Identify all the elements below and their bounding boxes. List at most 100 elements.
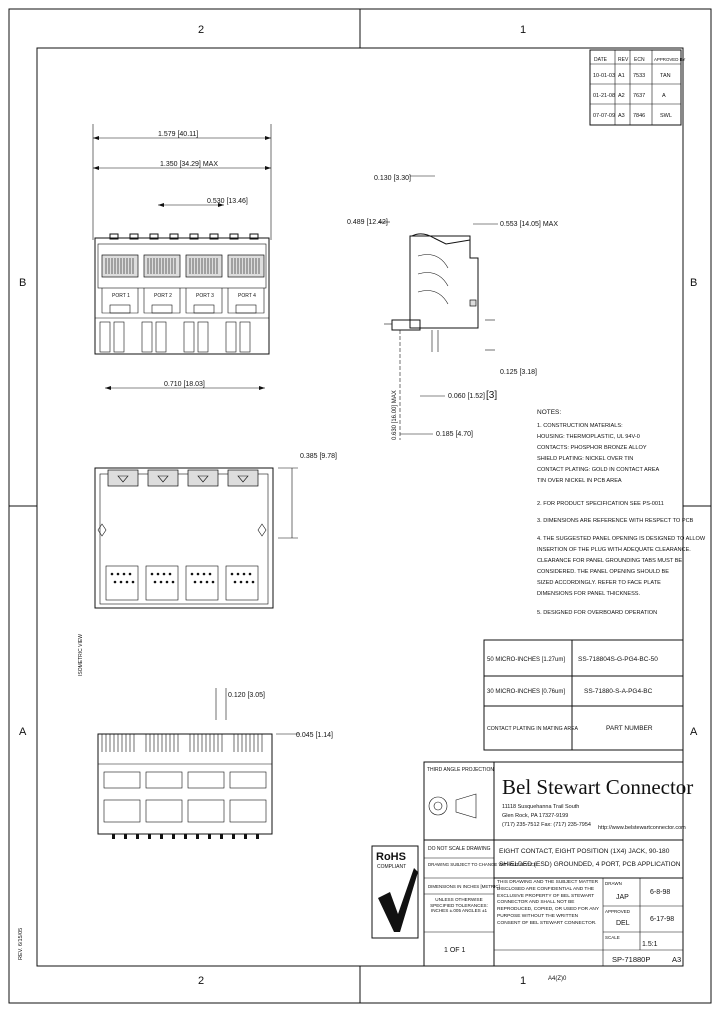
company-phone: (717) 235-7512 Fax: (717) 235-7954 — [502, 822, 591, 828]
company-address-1: 11118 Susquehanna Trail South — [502, 804, 579, 810]
rev-row-3-ecn: 7846 — [633, 113, 645, 119]
rev-header-rev: REV — [618, 57, 629, 63]
note-line-13: SIZED ACCORDINGLY. REFER TO FACE PLATE — [537, 580, 661, 586]
dim-side-bottom: 0.125 [3.18] — [500, 369, 537, 376]
units-note: DIMENSIONS IN INCHES [METRIC] — [428, 884, 500, 889]
pcb-view: 0.385 [9.78] ISOMETRIC VIEW — [78, 453, 337, 676]
dim-height: 0.489 [12.42] — [347, 219, 388, 226]
port-4-label: PORT 4 — [238, 293, 256, 299]
dim-side-depth: 0.553 [14.05] MAX — [500, 221, 558, 228]
checkmark-icon — [378, 868, 418, 932]
port-3-label: PORT 3 — [196, 293, 214, 299]
dim-front-top: 0.120 [3.05] — [228, 692, 265, 699]
rohs-sub: COMPLIANT — [377, 864, 406, 870]
dim-inner-width: 1.350 [34.29] MAX — [160, 161, 218, 168]
part-number-table: 50 MICRO-INCHES [1.27um] SS-718804S-G-PG… — [483, 639, 684, 751]
note-line-8: 3. DIMENSIONS ARE REFERENCE WITH RESPECT… — [537, 518, 694, 524]
rev-row-2-rev: A2 — [618, 93, 625, 99]
rev-row-3-by: SWL — [660, 113, 672, 119]
zone-right-b: B — [690, 277, 697, 289]
note-line-10: INSERTION OF THE PLUG WITH ADEQUATE CLEA… — [537, 547, 691, 553]
part-row-2-number: SS-71880-S-A-PG4-BC — [584, 688, 653, 695]
sheet-size: A4(Z)0 — [548, 976, 567, 982]
company-web: http://www.belstewartconnector.com — [598, 825, 686, 831]
title-block: THIRD ANGLE PROJECTION Bel Stewart Conne… — [371, 761, 693, 967]
dim-front-side: 0.045 [1.14] — [296, 732, 333, 739]
part-row-1-number: SS-718804S-G-PG4-BC-50 — [578, 656, 658, 663]
company-name: Bel Stewart Connector — [502, 775, 693, 799]
revision-table: DATE REV ECN APPROVED BY 10-01-03 A1 753… — [589, 49, 686, 126]
dim-lead-a: 0.060 [1.52] — [448, 393, 485, 400]
rev-header-date: DATE — [594, 57, 608, 63]
scale-label: SCALE — [605, 935, 620, 940]
front-lower-view: 0.120 [3.05] 0.045 [1.14] — [97, 688, 333, 839]
note-line-15: 5. DESIGNED FOR OVERBOARD OPERATION — [537, 610, 657, 616]
subject-to-change: DRAWING SUBJECT TO CHANGE WITHOUT NOTICE — [428, 862, 537, 867]
dim-lead-b: 0.185 [4.70] — [436, 431, 473, 438]
dim-pitch: 0.530 [13.46] — [207, 198, 248, 205]
notes-title: NOTES: — [537, 409, 561, 416]
rohs-title: RoHS — [376, 851, 406, 863]
description-1: EIGHT CONTACT, EIGHT POSITION (1X4) JACK… — [499, 848, 670, 855]
do-not-scale: DO NOT SCALE DRAWING — [428, 846, 491, 852]
description-2: SHIELDED (ESD) GROUNDED, 4 PORT, PCB APP… — [499, 861, 681, 868]
rev-value: A3 — [672, 955, 681, 964]
note-line-11: CLEARANCE FOR PANEL GROUNDING TABS MUST … — [537, 558, 682, 564]
note-line-4: SHIELD PLATING: NICKEL OVER TIN — [537, 456, 633, 462]
rohs-badge: RoHS COMPLIANT — [371, 845, 419, 939]
confidential-note: THIS DRAWING AND THE SUBJECT MATTER DISC… — [497, 880, 599, 926]
note-line-1: 1. CONSTRUCTION MATERIALS: — [537, 423, 623, 429]
company-address-2: Glen Rock, PA 17327-9199 — [502, 813, 568, 819]
note-line-7: 2. FOR PRODUCT SPECIFICATION SEE PS-0011 — [537, 501, 664, 507]
side-rev-note: REV. 6/15/05 — [18, 928, 24, 960]
rev-row-1-date: 10-01-03 — [593, 73, 615, 79]
side-view: 0.130 [3.30] 0.489 [12.42] 0.553 [14.05]… — [347, 175, 558, 440]
projection-symbol — [428, 796, 448, 816]
tolerance-note: UNLESS OTHERWISE SPECIFIED TOLERANCES: I… — [430, 897, 488, 914]
note-line-3: CONTACTS: PHOSPHOR BRONZE ALLOY — [537, 445, 647, 451]
notes-block: NOTES: 1. CONSTRUCTION MATERIALS: HOUSIN… — [537, 409, 706, 616]
angle-label: THIRD ANGLE PROJECTION — [427, 767, 494, 773]
drawn-date: 6-8-98 — [650, 889, 670, 896]
zone-bottom-2: 2 — [198, 975, 204, 987]
note-line-2: HOUSING: THERMOPLASTIC, UL 94V-0 — [537, 434, 640, 440]
front-view: 1.579 [40.11] 1.350 [34.29] MAX 0.530 [1… — [92, 124, 272, 390]
drawn-by: JAP — [616, 894, 629, 901]
views-note: ISOMETRIC VIEW — [78, 634, 84, 676]
rev-row-2-by: A — [662, 93, 666, 99]
scale-value: 1.5:1 — [642, 941, 658, 948]
approved-by: DEL — [616, 920, 630, 927]
dim-bottom-width: 0.710 [18.03] — [164, 381, 205, 388]
note-line-6: TIN OVER NICKEL IN PCB AREA — [537, 478, 622, 484]
zone-left-a: A — [19, 726, 27, 738]
rev-row-3-rev: A3 — [618, 113, 625, 119]
part-footer-plating: CONTACT PLATING IN MATING AREA — [487, 726, 579, 732]
zone-left-b: B — [19, 277, 26, 289]
dim-suffix-note: [3] — [486, 390, 497, 401]
rev-row-1-ecn: 7533 — [633, 73, 645, 79]
dim-side-top: 0.130 [3.30] — [374, 175, 411, 182]
part-row-2-plating: 30 MICRO-INCHES [0.76um] — [487, 689, 565, 695]
sheet-label: 1 OF 1 — [444, 947, 466, 954]
zone-right-a: A — [690, 726, 698, 738]
rev-row-2-date: 01-21-08 — [593, 93, 615, 99]
rev-row-1-by: TAN — [660, 73, 671, 79]
note-line-5: CONTACT PLATING: GOLD IN CONTACT AREA — [537, 467, 660, 473]
rev-row-3-date: 07-07-09 — [593, 113, 615, 119]
frame-border — [36, 47, 684, 967]
dim-front-height: 0.385 [9.78] — [300, 453, 337, 460]
zone-top-2: 2 — [198, 24, 204, 36]
dim-overall-width: 1.579 [40.11] — [158, 131, 198, 138]
note-line-12: CONSIDERED. THE PANEL OPENING SHOULD BE — [537, 569, 669, 575]
dim-side-vertical: 0.630 [16.00] MAX — [392, 390, 398, 440]
rev-row-2-ecn: 7637 — [633, 93, 645, 99]
rev-header-approved: APPROVED BY — [654, 57, 686, 62]
note-line-14: DIMENSIONS FOR PANEL THICKNESS. — [537, 591, 641, 597]
part-row-1-plating: 50 MICRO-INCHES [1.27um] — [487, 657, 565, 663]
drawn-label: DRAWN — [605, 881, 622, 886]
port-2-label: PORT 2 — [154, 293, 172, 299]
rev-header-ecn: ECN — [634, 57, 645, 63]
port-1-label: PORT 1 — [112, 293, 130, 299]
approved-date: 6-17-98 — [650, 916, 674, 923]
